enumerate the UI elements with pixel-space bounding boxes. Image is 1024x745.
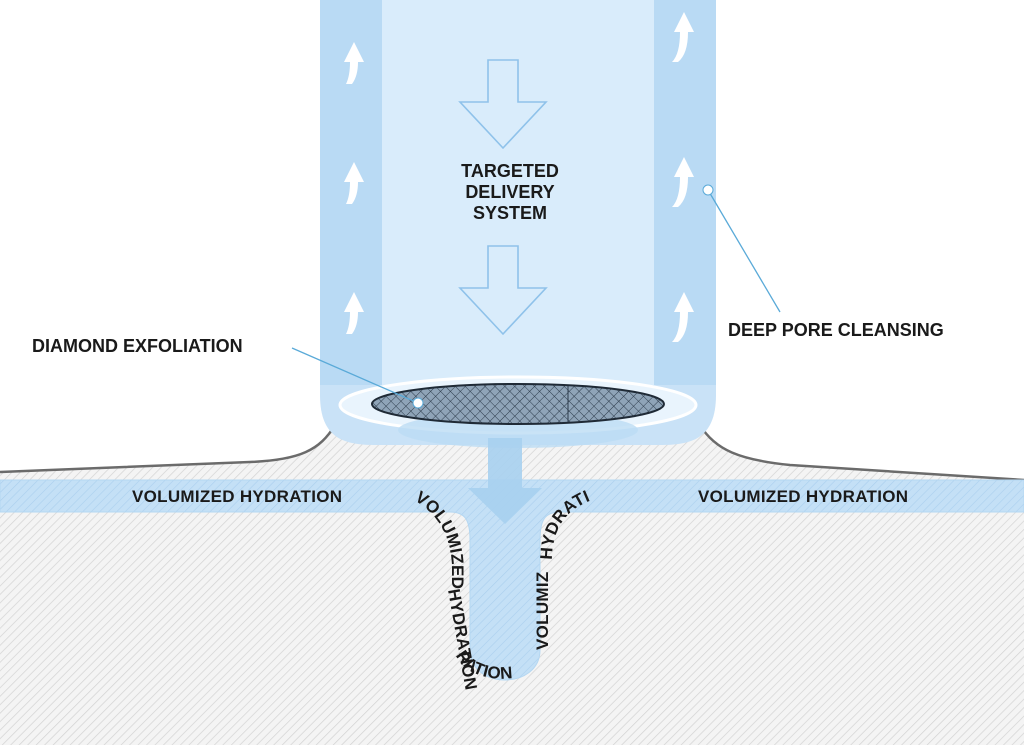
diamond-tip <box>371 383 665 425</box>
hydration-left-label: VOLUMIZED HYDRATION <box>132 487 342 506</box>
leader-lines <box>291 184 781 409</box>
cleansing-dot <box>702 184 714 196</box>
delivery-line-1: TARGETED <box>461 161 559 181</box>
up-arrows <box>344 12 694 342</box>
down-arrow-outline-icon <box>458 245 548 336</box>
down-arrow-outline-icon <box>458 59 548 150</box>
delivery-line-2: DELIVERY <box>465 182 554 202</box>
down-arrows <box>458 59 548 336</box>
curved-up-arrow-icon <box>672 292 694 342</box>
cleansing-label: DEEP PORE CLEANSING <box>728 320 944 340</box>
hydration-band <box>0 479 1024 681</box>
curved-up-arrow-icon <box>672 157 694 207</box>
hydration-right-label: VOLUMIZED HYDRATION <box>698 487 908 506</box>
curved-up-arrow-icon <box>344 292 364 334</box>
delivery-label: TARGETED DELIVERY SYSTEM <box>461 161 559 223</box>
curved-up-arrow-icon <box>344 162 364 204</box>
exfoliation-leader <box>291 347 419 404</box>
curved-up-arrow-icon <box>344 42 364 84</box>
diamond-tip-mesh-icon <box>371 383 665 425</box>
hydration-channel <box>0 479 1024 681</box>
exfoliation-dot <box>412 397 424 409</box>
down-arrow-solid-icon <box>468 438 542 524</box>
exfoliation-label: DIAMOND EXFOLIATION <box>32 336 243 356</box>
curved-up-arrow-icon <box>672 12 694 62</box>
delivery-line-3: SYSTEM <box>473 203 547 223</box>
cleansing-leader <box>707 189 781 313</box>
